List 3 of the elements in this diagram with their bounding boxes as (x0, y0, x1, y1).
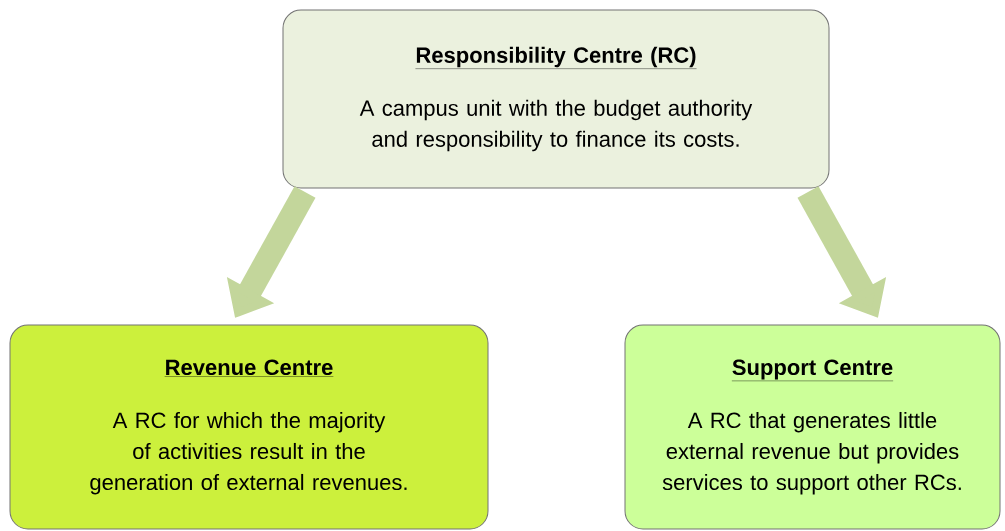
category-box: Support Centre A RC that generates little external revenue but provides services to support other RCs. (624, 324, 1001, 530)
category-box: Responsibility Centre (RC) A campus unit with the budget authority and responsibility to finance its costs. (282, 9, 830, 189)
category-box: Revenue Centre A RC for which the majority of activities result in the generation of external revenues. (9, 324, 489, 530)
